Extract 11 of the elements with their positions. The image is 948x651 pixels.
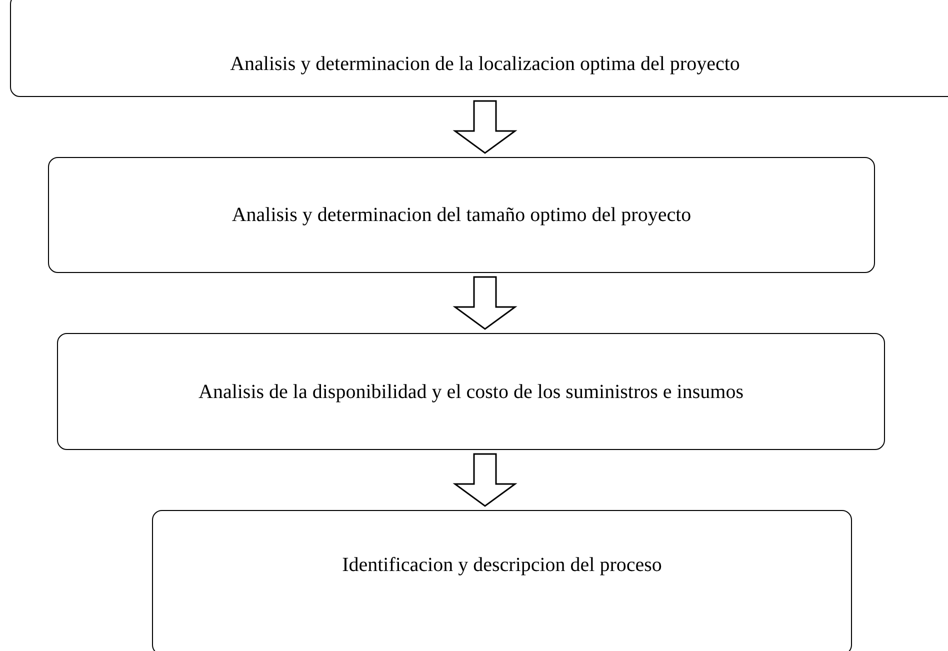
block-arrow bbox=[452, 100, 518, 154]
box-label: Analisis y determinacion de la localizacion optima del proyecto bbox=[230, 52, 740, 76]
block-arrow bbox=[452, 276, 518, 330]
process-box bbox=[10, 0, 948, 97]
block-arrow bbox=[452, 453, 518, 507]
box-label: Identificacion y descripcion del proceso bbox=[342, 553, 662, 577]
process-box bbox=[48, 157, 875, 273]
process-box bbox=[57, 333, 885, 450]
box-label: Analisis de la disponibilidad y el costo de los suministros e insumos bbox=[198, 380, 744, 404]
box-label: Analisis y determinacion del tamaño optimo del proyecto bbox=[232, 203, 692, 227]
process-box bbox=[152, 510, 852, 651]
